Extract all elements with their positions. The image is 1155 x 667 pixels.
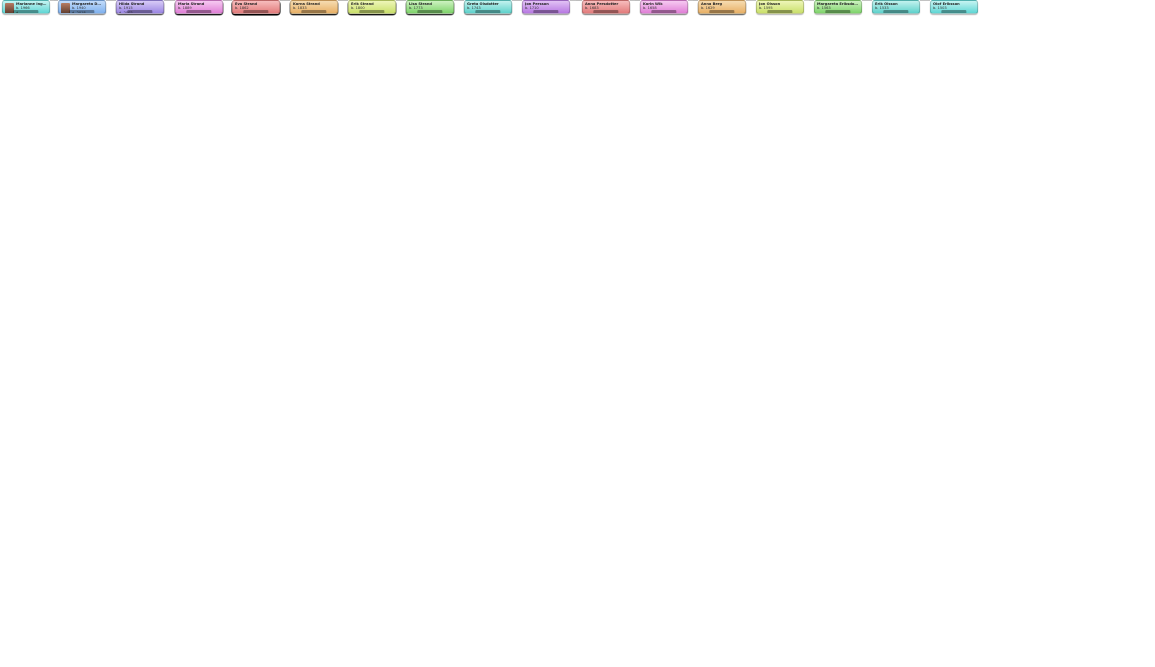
card-tab [186, 10, 212, 13]
person-detail: b. 1710 [525, 6, 539, 11]
person-detail: d. 2018 [72, 10, 86, 14]
person-detail: b. 1889 [178, 6, 192, 11]
person-detail: b. 1966 [16, 6, 30, 11]
person-detail: b. 1915 [119, 6, 133, 11]
card-tab [301, 10, 327, 13]
card-tab [533, 10, 559, 13]
card-tab [69, 10, 95, 13]
person-detail: d. — [16, 10, 25, 14]
person-detail: b. 1595 [759, 6, 773, 11]
person-detail: b. 1533 [875, 6, 889, 11]
person-photo [5, 3, 14, 13]
person-detail: b. 1862 [235, 6, 249, 11]
card-tab [767, 10, 793, 13]
person-detail: b. 1629 [701, 6, 715, 11]
card-tab [941, 10, 967, 13]
card-tab [883, 10, 909, 13]
person-detail: b. 1503 [933, 6, 947, 11]
person-detail: d. 2002 [119, 10, 133, 14]
person-detail: b. 1563 [817, 6, 831, 11]
card-tab [359, 10, 385, 13]
person-detail: b. 1833 [293, 6, 307, 11]
card-tab [593, 10, 619, 13]
card-tab [709, 10, 735, 13]
person-detail: b. 1683 [585, 6, 599, 11]
person-detail: b. 1743 [467, 6, 481, 11]
card-tab [13, 10, 39, 13]
card-tab [417, 10, 443, 13]
person-detail: b. 1800 [351, 6, 365, 11]
person-photo [61, 3, 70, 13]
card-tab [825, 10, 851, 13]
card-tab [243, 10, 269, 13]
card-tab [651, 10, 677, 13]
card-tab [127, 10, 153, 13]
person-detail: b. 1658 [643, 6, 657, 11]
person-detail: b. 1773 [409, 6, 423, 11]
card-tab [475, 10, 501, 13]
person-detail: b. 1940 [72, 6, 86, 11]
